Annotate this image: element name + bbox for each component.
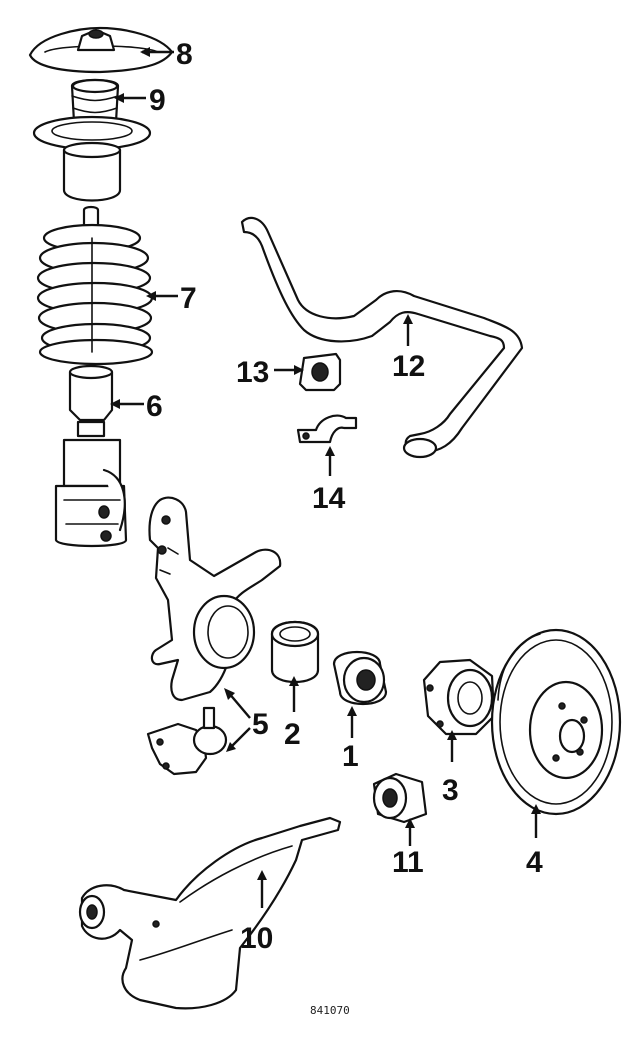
callout-1: 1 <box>342 740 359 773</box>
part-upper-mount <box>28 26 174 74</box>
callout-13: 13 <box>236 356 269 389</box>
callout-8: 8 <box>176 38 193 71</box>
part-ball-joint <box>146 706 228 776</box>
leader-12 <box>403 314 413 346</box>
callout-3: 3 <box>442 774 459 807</box>
part-coil-spring <box>36 205 154 366</box>
leader-1 <box>347 706 357 738</box>
part-strut <box>54 364 128 548</box>
leader-9 <box>114 93 146 103</box>
callout-10: 10 <box>240 922 273 955</box>
leader-13 <box>274 365 304 375</box>
callout-11: 11 <box>392 846 424 879</box>
callout-4: 4 <box>526 846 543 879</box>
part-brake-rotor <box>490 628 622 816</box>
leader-4 <box>531 804 541 838</box>
part-steering-knuckle <box>148 496 282 702</box>
part-spring-seat <box>32 115 152 202</box>
part-stabilizer-bushing <box>298 352 342 392</box>
leader-3 <box>447 730 457 762</box>
callout-5: 5 <box>252 708 269 741</box>
part-control-arm-bushing <box>372 772 428 824</box>
drawing-code: 841070 <box>310 1004 350 1017</box>
callout-6: 6 <box>146 390 163 423</box>
callout-7: 7 <box>180 282 197 315</box>
part-lower-control-arm <box>78 816 342 1010</box>
part-bearing-race <box>270 620 320 683</box>
callout-14: 14 <box>312 482 346 515</box>
part-hub <box>422 658 496 736</box>
part-bushing-bracket <box>296 414 358 444</box>
callout-9: 9 <box>149 84 166 117</box>
leader-7 <box>146 291 178 301</box>
leader-6 <box>110 399 144 409</box>
leader-2 <box>289 676 299 712</box>
callout-2: 2 <box>284 718 301 751</box>
leader-11 <box>405 818 415 846</box>
leader-8 <box>140 47 174 57</box>
part-stabilizer-bar <box>240 216 524 459</box>
part-hub-bearing <box>332 651 388 705</box>
callout-12: 12 <box>392 350 425 383</box>
leader-10 <box>257 870 267 908</box>
leader-14 <box>325 446 335 476</box>
leader-5 <box>224 688 251 752</box>
